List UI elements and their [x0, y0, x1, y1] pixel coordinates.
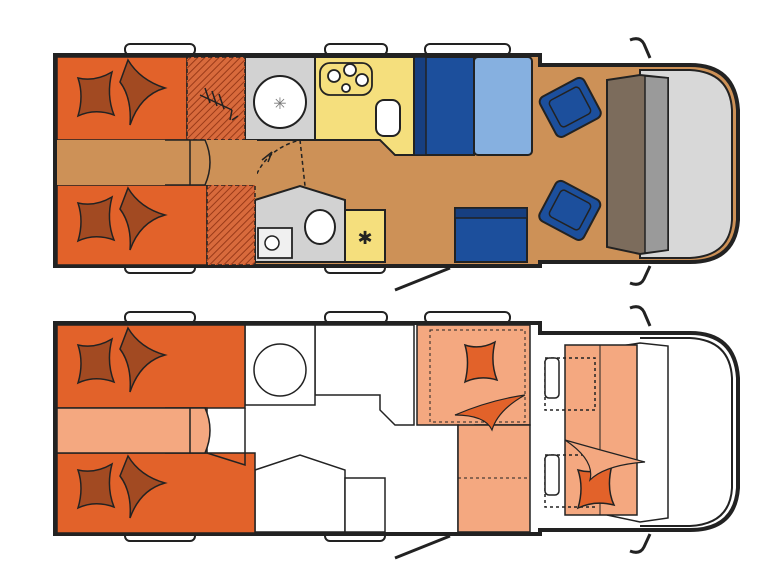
cab-bed-blanket: [564, 439, 646, 482]
fridge: [344, 209, 386, 263]
cab-seat-bottom-base: [544, 454, 560, 496]
bed-step: [165, 139, 211, 186]
shower-tray: [253, 75, 307, 129]
day-layout-plan: ✳ ✱: [53, 37, 740, 292]
mirror-bottom: [629, 265, 652, 286]
kitchen-outline: [314, 324, 415, 426]
dinette-bed-lines: [429, 329, 526, 423]
shower-drain-icon: ✳: [273, 94, 286, 113]
mirror-top-night: [629, 305, 652, 327]
windshield-night: [640, 337, 733, 527]
dinette-pillow: [463, 340, 499, 384]
mirror-top: [629, 37, 652, 59]
side-bench-back: [454, 207, 528, 219]
night-layout-plan: [53, 305, 740, 560]
mirror-bottom-night: [629, 533, 652, 554]
bed-center-strip: [57, 140, 257, 185]
dinette-blanket: [454, 394, 526, 432]
toilet: [304, 209, 336, 245]
cab-seat-top: [538, 76, 602, 138]
pillows-night: [76, 326, 168, 519]
snowflake-icon: ✱: [357, 228, 372, 249]
bed-top-hatched: [186, 56, 246, 141]
entry-door-bottom: [394, 534, 451, 560]
shower-tray-night: [253, 343, 307, 397]
entry-door-top: [394, 266, 451, 292]
bed-top-left: [56, 56, 188, 141]
washbasin-drain: [264, 235, 280, 251]
kitchen-sink: [375, 99, 401, 137]
dinette-backrest: [413, 56, 427, 156]
heater-symbol: [199, 87, 239, 121]
fridge-night: [344, 477, 386, 533]
bed-bottom-hatched: [206, 184, 256, 266]
pillows-top: [76, 58, 168, 251]
cab-seat-top-base: [544, 357, 560, 399]
dashboard-inner: [644, 75, 669, 254]
cab-seat-bottom: [538, 179, 602, 241]
dashboard-night: [606, 342, 669, 523]
bed-step-night: [165, 407, 211, 454]
bathroom-door: [299, 139, 306, 187]
stove-burners: [319, 62, 373, 96]
door-arrow-icon: [261, 151, 273, 163]
washroom-bottom-night: [254, 454, 346, 533]
dinette-table: [473, 56, 533, 156]
bathroom-door-arc: [251, 139, 301, 188]
bed-joint-night: [206, 408, 246, 467]
